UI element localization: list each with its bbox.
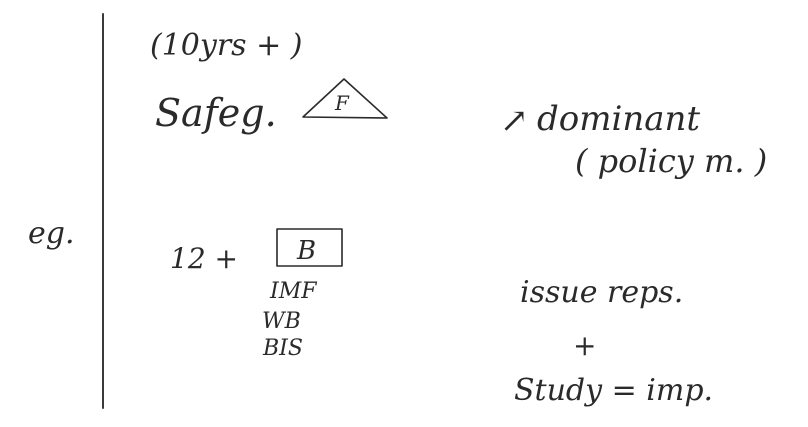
plus-sign: +: [573, 329, 596, 362]
triangle-letter: F: [334, 91, 350, 115]
study-imp-note: Study = imp.: [514, 373, 713, 408]
org-bis: BIS: [262, 336, 303, 361]
dominant-note: dominant: [537, 99, 700, 139]
policy-note: ( policy m. ): [575, 142, 767, 180]
triangle-shape: [302, 78, 388, 119]
duration-note: (10yrs + ): [150, 28, 302, 63]
org-wb: WB: [262, 309, 301, 334]
box-letter: B: [296, 236, 316, 266]
margin-label-eg: eg.: [28, 216, 75, 251]
issue-reps-note: issue reps.: [520, 275, 683, 310]
org-imf: IMF: [269, 279, 317, 304]
margin-vertical-line: [101, 13, 105, 409]
arrow-glyph: ↗: [500, 101, 529, 141]
count-note: 12 +: [170, 242, 238, 275]
safeguard-note: Safeg.: [155, 91, 277, 135]
box-shape: [276, 228, 343, 267]
